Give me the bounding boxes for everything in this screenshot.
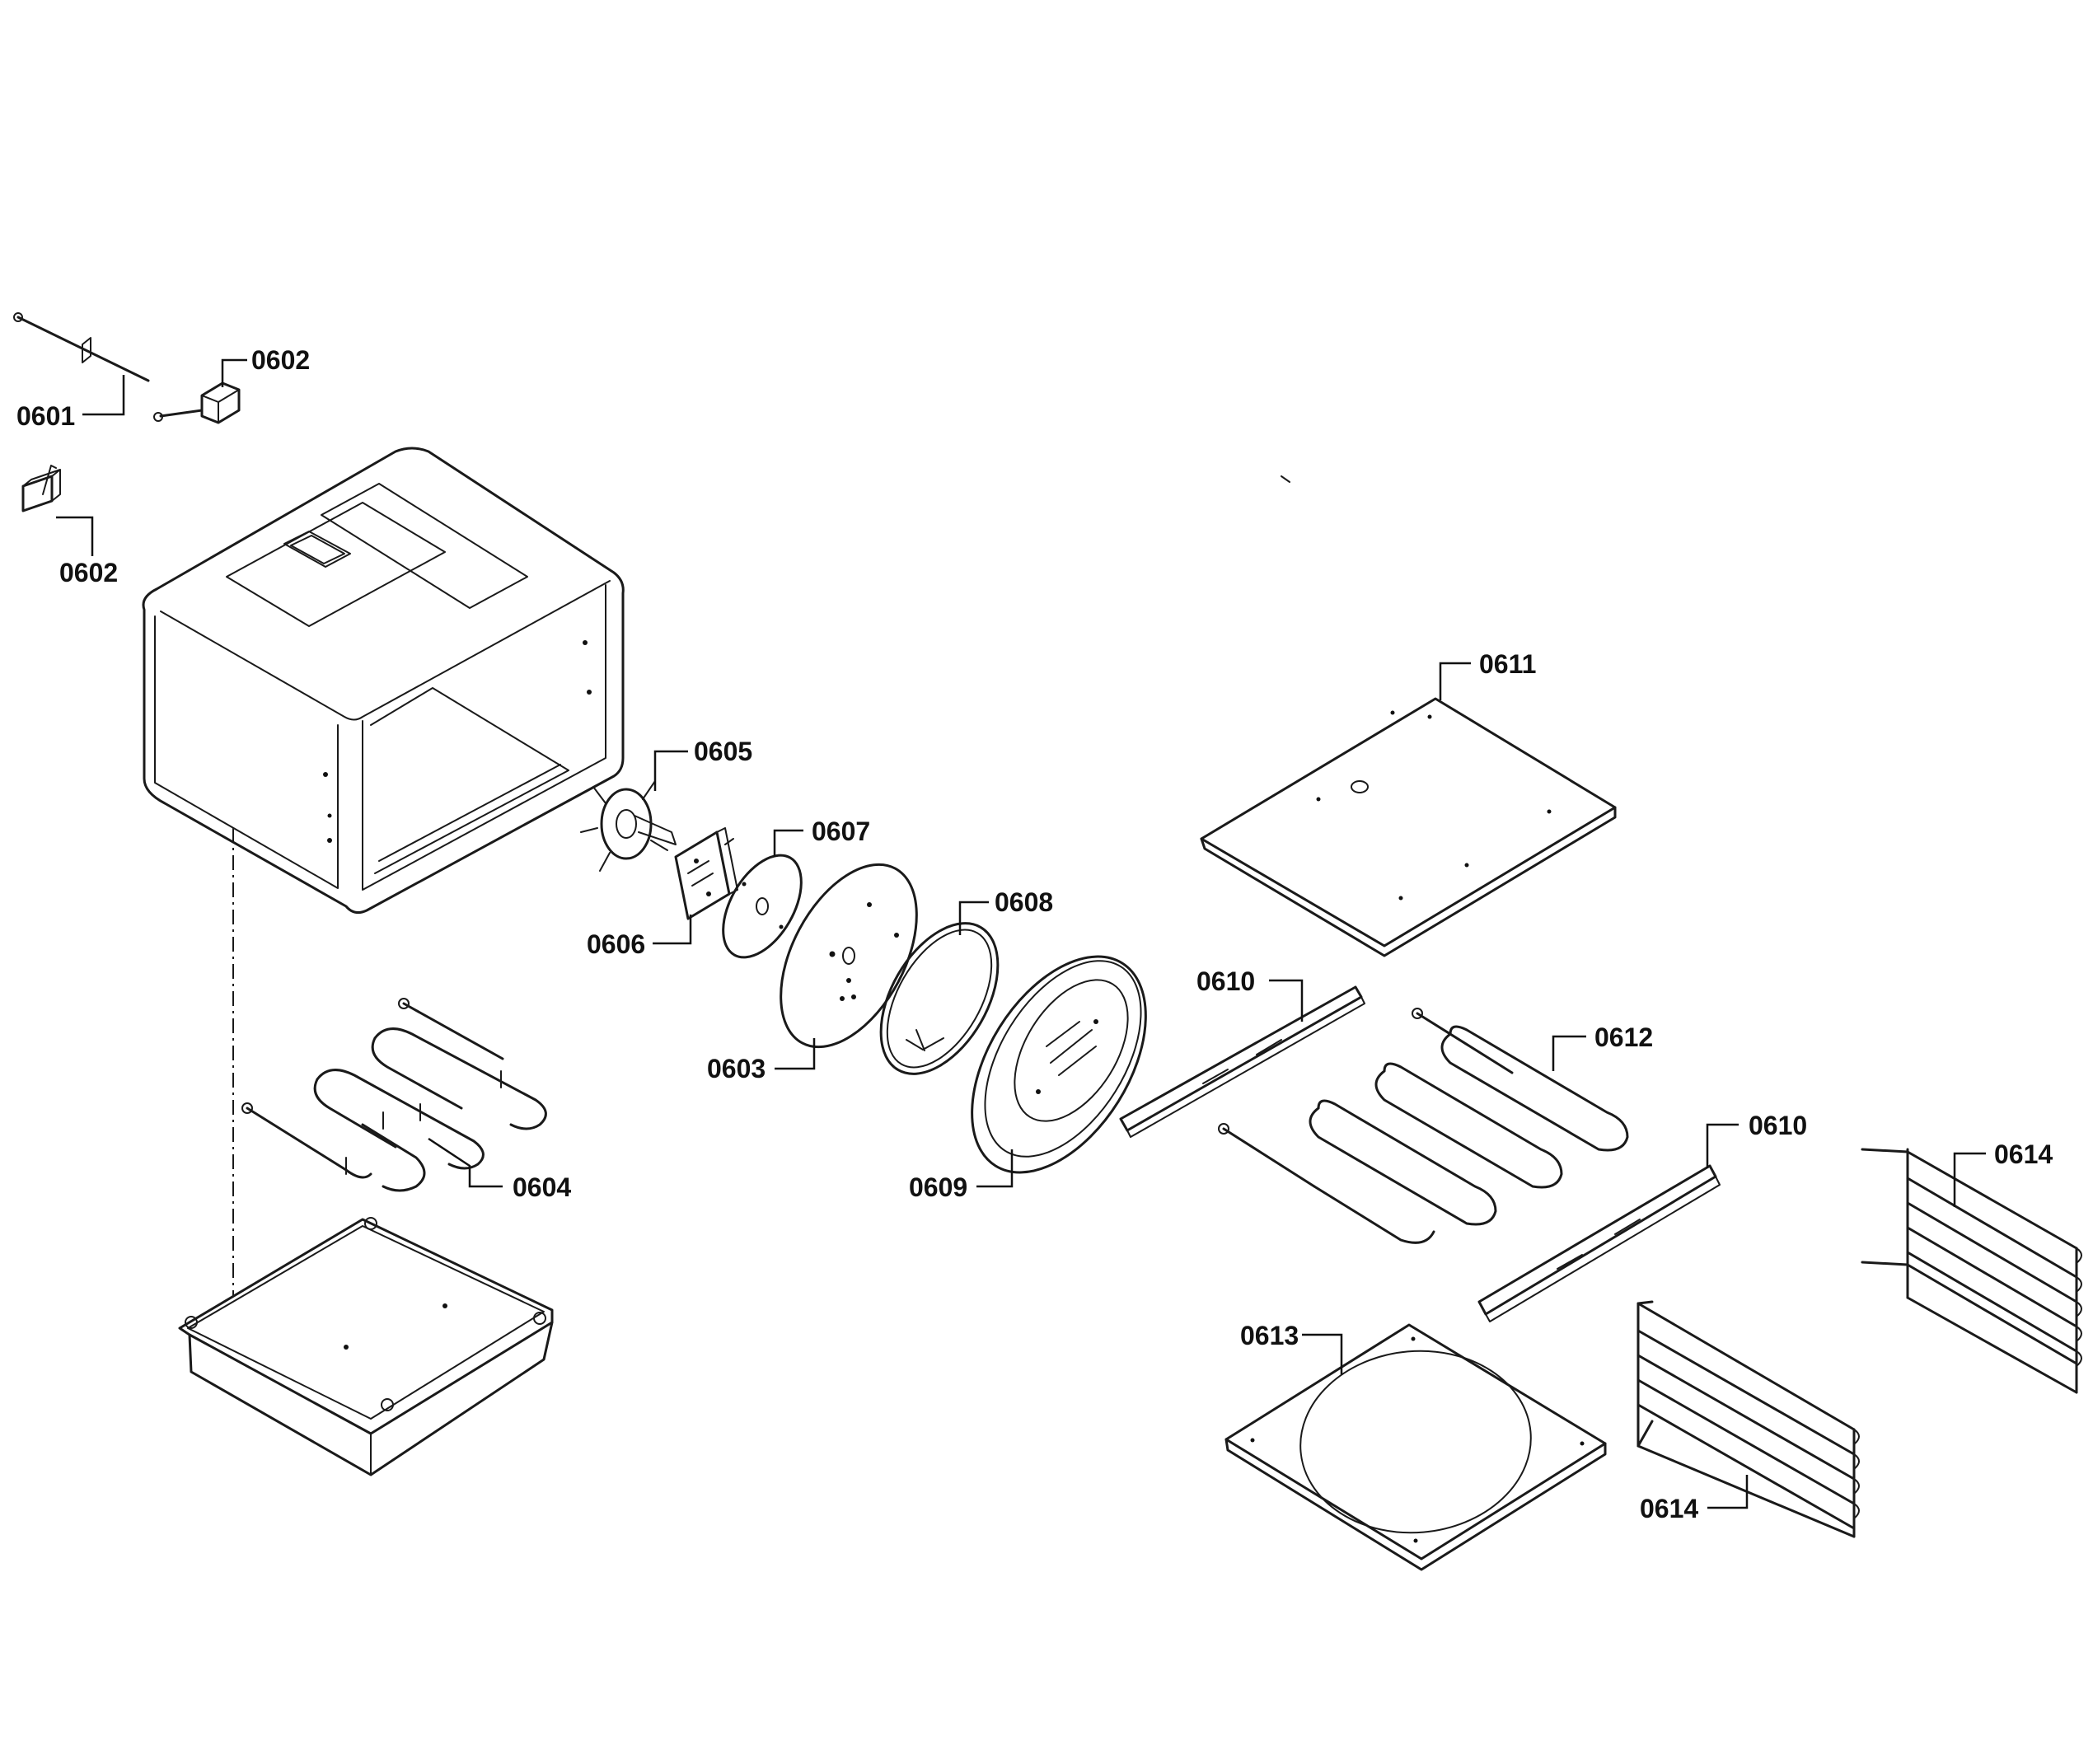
label-0614-lower: 0614 xyxy=(1640,1494,1698,1523)
part-0613-bottom-panel xyxy=(1224,1323,1607,1571)
callout-0604: 0604 xyxy=(428,1137,571,1202)
callout-0603: 0603 xyxy=(707,1038,816,1083)
callout-0612: 0612 xyxy=(1552,1022,1653,1071)
callout-0614-lower: 0614 xyxy=(1640,1475,1749,1523)
label-0609: 0609 xyxy=(909,1172,967,1202)
label-0610-lower: 0610 xyxy=(1749,1111,1807,1140)
label-0612: 0612 xyxy=(1594,1022,1653,1052)
callout-0610-upper: 0610 xyxy=(1196,966,1304,1022)
label-0607: 0607 xyxy=(812,816,870,846)
part-0605-fan xyxy=(580,780,677,872)
callout-0602-top: 0602 xyxy=(221,345,310,387)
label-0611: 0611 xyxy=(1479,649,1536,679)
callout-0610-lower: 0610 xyxy=(1706,1111,1807,1168)
callout-0605: 0605 xyxy=(653,737,752,791)
label-0605: 0605 xyxy=(694,737,752,766)
label-0613: 0613 xyxy=(1240,1321,1299,1350)
part-0614-rack-upper xyxy=(1861,1148,2082,1394)
part-0611-top-panel xyxy=(1200,697,1617,957)
part-0608-element-ring xyxy=(879,922,1000,1075)
label-0601: 0601 xyxy=(16,401,75,431)
part-oven-cavity xyxy=(142,447,625,915)
part-0609-fan-cover xyxy=(971,955,1147,1174)
callout-0613: 0613 xyxy=(1240,1321,1343,1374)
callout-0606: 0606 xyxy=(587,915,692,959)
label-0610-upper: 0610 xyxy=(1196,966,1255,996)
callout-0611: 0611 xyxy=(1439,649,1536,700)
part-0602-sensor-block-top xyxy=(153,381,241,424)
part-0603-back-plate xyxy=(780,863,918,1049)
part-0604-bake-element xyxy=(241,998,547,1192)
label-0614-upper: 0614 xyxy=(1994,1139,2053,1169)
callout-0602-left: 0602 xyxy=(56,516,118,587)
part-0610-rail-lower xyxy=(1477,1164,1721,1322)
callout-0614-upper: 0614 xyxy=(1953,1139,2053,1207)
part-0614-rack-lower xyxy=(1636,1300,1860,1538)
part-0602-sensor-block-left xyxy=(21,465,61,512)
callout-0601: 0601 xyxy=(16,375,125,431)
part-0601-sensor-rod xyxy=(13,312,150,382)
part-0612-broil-element xyxy=(1218,1008,1629,1244)
callout-0608: 0608 xyxy=(958,887,1053,935)
part-0607-gasket xyxy=(722,854,803,959)
label-0606: 0606 xyxy=(587,929,645,959)
label-0602-left: 0602 xyxy=(59,558,118,587)
stray-mark xyxy=(1281,475,1290,483)
label-0604: 0604 xyxy=(513,1172,571,1202)
label-0603: 0603 xyxy=(707,1054,766,1083)
callout-0607: 0607 xyxy=(773,816,870,857)
callout-0609: 0609 xyxy=(909,1149,1014,1202)
label-0602-top: 0602 xyxy=(251,345,310,375)
part-0610-rail-upper xyxy=(1119,985,1365,1138)
part-drip-pan xyxy=(178,1217,554,1476)
part-0606-motor-plate xyxy=(674,827,738,920)
label-0608: 0608 xyxy=(995,887,1053,917)
